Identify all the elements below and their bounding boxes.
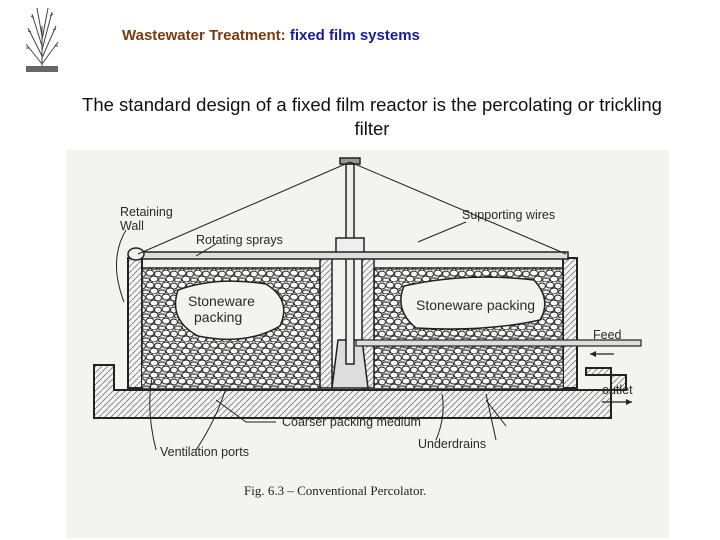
label-supporting-wires: Supporting wires — [462, 208, 555, 222]
base-slab — [93, 364, 627, 419]
subtitle-line-2: filter — [354, 118, 390, 139]
subtitle-line-1: The standard design of a fixed film reac… — [82, 94, 662, 115]
subtitle: The standard design of a fixed film reac… — [40, 93, 704, 141]
left-retaining-wall — [127, 257, 143, 389]
supporting-wires — [137, 161, 567, 255]
spray-arm-end — [127, 247, 145, 261]
label-outlet: outlet — [602, 383, 633, 397]
label-stoneware-right: Stoneware packing — [416, 297, 535, 313]
page-title: Wastewater Treatment: fixed film systems — [122, 27, 420, 44]
outlet-arrow — [602, 399, 632, 405]
label-retaining-wall-2: Wall — [120, 219, 144, 233]
right-packing-void — [400, 276, 546, 330]
left-packing-void — [174, 280, 285, 341]
figure-caption: Fig. 6.3 – Conventional Percolator. — [244, 483, 426, 498]
label-stoneware-left-2: packing — [194, 309, 242, 325]
right-retaining-wall — [562, 257, 578, 389]
title-suffix: fixed film systems — [289, 27, 420, 44]
title-prefix: Wastewater Treatment: — [122, 27, 290, 44]
label-feed: Feed — [593, 328, 622, 342]
reed-plant-icon — [25, 7, 59, 72]
label-coarser-packing: Coarser packing medium — [282, 415, 421, 429]
feed-pipe — [355, 339, 642, 357]
label-rotating-sprays: Rotating sprays — [196, 233, 283, 247]
percolator-diagram: Retaining Wall Rotating sprays Supportin… — [66, 150, 669, 538]
central-column — [319, 157, 375, 389]
label-ventilation-ports: Ventilation ports — [160, 445, 249, 459]
rotating-spray-arm — [137, 251, 569, 260]
leader-lines — [115, 221, 507, 451]
label-underdrains: Underdrains — [418, 437, 486, 451]
label-retaining-wall-1: Retaining — [120, 205, 173, 219]
label-stoneware-left-1: Stoneware — [188, 293, 255, 309]
